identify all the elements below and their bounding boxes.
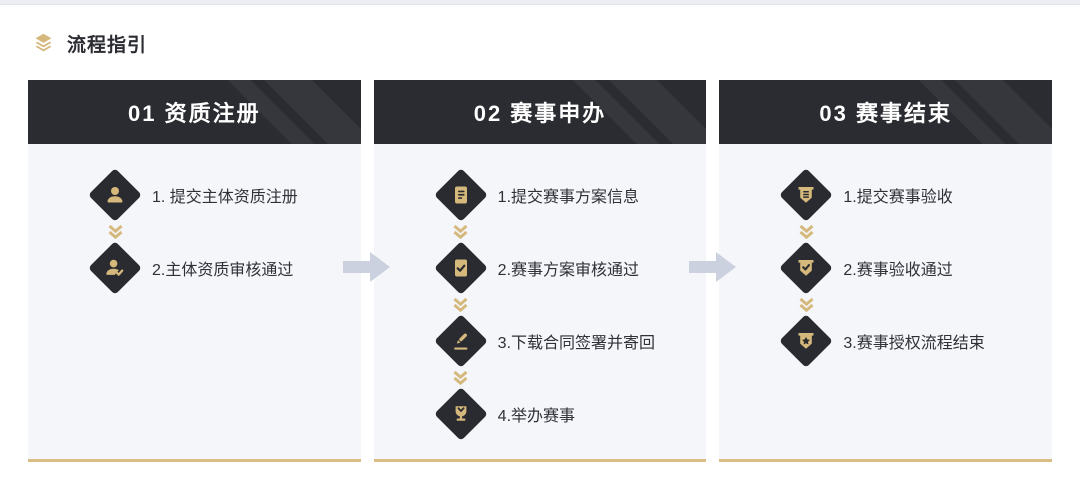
banner-check-icon (794, 256, 818, 280)
process-step: 2.赛事验收通过 (719, 241, 1052, 295)
document-check-icon (449, 256, 473, 280)
card-title: 03 赛事结束 (819, 101, 952, 126)
chevrons-down-icon (779, 295, 833, 314)
flow-arrow-icon (706, 80, 719, 462)
chevrons-down-icon (434, 295, 488, 314)
process-card: 01 资质注册 1. 提交主体资质注册 2.主体资质审核通过 (28, 80, 361, 462)
flow-arrow-icon (361, 80, 374, 462)
step-icon-diamond (433, 241, 488, 295)
step-label: 1.提交赛事方案信息 (497, 189, 640, 206)
process-card: 02 赛事申办 1.提交赛事方案信息 2.赛事方案审核通过 3.下载合同签署 (373, 80, 707, 462)
step-label: 3.赛事授权流程结束 (843, 335, 985, 352)
step-icon-diamond (433, 314, 488, 368)
user-check-icon (103, 256, 127, 280)
process-step: 2.主体资质审核通过 (28, 241, 361, 295)
process-step: 1.提交赛事验收 (719, 168, 1052, 222)
step-label: 2.主体资质审核通过 (152, 262, 294, 279)
card-header: 01 资质注册 (28, 80, 361, 144)
card-body: 1.提交赛事验收 2.赛事验收通过 3.赛事授权流程结束 (719, 144, 1053, 462)
process-step: 3.赛事授权流程结束 (719, 314, 1052, 368)
process-cards: 01 资质注册 1. 提交主体资质注册 2.主体资质审核通过 02 赛事申办 (28, 80, 1053, 462)
process-step: 1. 提交主体资质注册 (28, 168, 361, 222)
chevrons-down-icon (434, 222, 488, 241)
card-title: 01 资质注册 (128, 101, 261, 126)
process-step: 4.举办赛事 (374, 387, 707, 441)
step-icon-diamond (779, 241, 834, 295)
card-body: 1.提交赛事方案信息 2.赛事方案审核通过 3.下载合同签署并寄回 (373, 144, 707, 462)
banner-lines-icon (794, 183, 818, 207)
chevrons-down-icon (434, 368, 488, 387)
user-icon (103, 183, 127, 207)
top-strip (0, 0, 1080, 5)
layers-icon (30, 31, 57, 56)
process-step: 2.赛事方案审核通过 (374, 241, 707, 295)
step-icon-diamond (88, 241, 142, 295)
card-body: 1. 提交主体资质注册 2.主体资质审核通过 (28, 144, 361, 462)
step-label: 2.赛事方案审核通过 (497, 262, 640, 279)
chevrons-down-icon (88, 222, 142, 241)
card-header: 02 赛事申办 (373, 80, 707, 144)
pen-icon (449, 329, 473, 353)
step-icon-diamond (433, 168, 488, 222)
page-title: 流程指引 (67, 35, 148, 56)
process-card: 03 赛事结束 1.提交赛事验收 2.赛事验收通过 3.赛事授权流程结束 (719, 80, 1053, 462)
card-title: 02 赛事申办 (473, 101, 607, 126)
card-header: 03 赛事结束 (719, 80, 1053, 144)
step-icon-diamond (433, 387, 488, 441)
process-step: 1.提交赛事方案信息 (374, 168, 707, 222)
step-label: 1. 提交主体资质注册 (152, 189, 298, 206)
step-label: 3.下载合同签署并寄回 (497, 335, 656, 352)
step-icon-diamond (779, 168, 834, 222)
chevrons-down-icon (779, 222, 833, 241)
step-label: 2.赛事验收通过 (843, 262, 953, 279)
process-step: 3.下载合同签署并寄回 (374, 314, 707, 368)
step-icon-diamond (88, 168, 142, 222)
trophy-icon (449, 402, 473, 426)
document-icon (449, 183, 473, 207)
step-label: 1.提交赛事验收 (843, 189, 953, 206)
step-icon-diamond (779, 314, 834, 368)
section-header: 流程指引 (30, 30, 1080, 57)
banner-star-icon (794, 329, 818, 353)
step-label: 4.举办赛事 (497, 408, 576, 425)
